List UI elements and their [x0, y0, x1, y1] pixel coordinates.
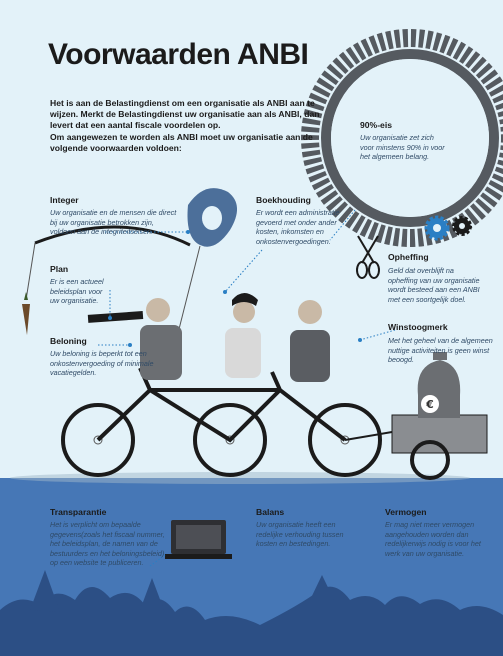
transparantie-heading: Transparantie — [50, 507, 107, 517]
transparantie-text: Het is verplicht om bepaalde gegevens(zo… — [50, 520, 165, 568]
gear-icon — [301, 29, 503, 247]
connector-dot — [223, 290, 227, 294]
opheffing-text: Geld dat overblijft na opheffing van uw … — [388, 266, 480, 304]
plan-text: Er is een actueel beleidsplan voor uw or… — [50, 277, 104, 306]
page-title: Voorwaarden ANBI — [48, 38, 309, 71]
balans-text: Uw organisatie heeft een redelijke verho… — [256, 520, 344, 549]
percentage-text: Uw organisatie zet zich voor minstens 90… — [360, 133, 445, 162]
intro-paragraph-1: Het is aan de Belastingdienst om een org… — [50, 98, 320, 131]
vermogen-text: Er mag niet meer vermogen aangehouden wo… — [385, 520, 481, 558]
euro-icon: € — [421, 395, 439, 413]
laptop-icon — [165, 520, 232, 559]
plan-heading: Plan — [50, 264, 69, 274]
balloon-icon — [174, 188, 238, 346]
connector-dot — [108, 316, 112, 320]
opheffing-heading: Opheffing — [388, 252, 429, 262]
connector-dot — [128, 343, 132, 347]
winstoogmerk-heading: Winstoogmerk — [388, 322, 448, 332]
percentage-heading: 90%-eis — [360, 120, 393, 130]
connector-dot — [358, 338, 362, 342]
boekhouding-heading: Boekhouding — [256, 195, 311, 205]
integer-text: Uw organisatie en de mensen die direct b… — [50, 208, 177, 237]
vermogen-heading: Vermogen — [385, 507, 427, 517]
intro-paragraph-2: Om aangewezen te worden als ANBI moet uw… — [50, 131, 313, 153]
svg-text:€: € — [425, 398, 434, 411]
connector-dot — [186, 230, 190, 234]
intro-text: Het is aan de Belastingdienst om een org… — [50, 98, 338, 154]
cog-icon — [424, 215, 472, 241]
scissors-icon — [356, 235, 380, 279]
balans-heading: Balans — [256, 507, 285, 517]
beloning-heading: Beloning — [50, 336, 87, 346]
beloning-text: Uw beloning is beperkt tot een onkostenv… — [50, 349, 154, 378]
boekhouding-text: Er wordt een administratie gevoerd met o… — [256, 208, 340, 246]
integer-heading: Integer — [50, 195, 79, 205]
carrot-icon — [22, 292, 30, 335]
winstoogmerk-text: Met het geheel van de algemeen nuttige a… — [388, 336, 493, 365]
